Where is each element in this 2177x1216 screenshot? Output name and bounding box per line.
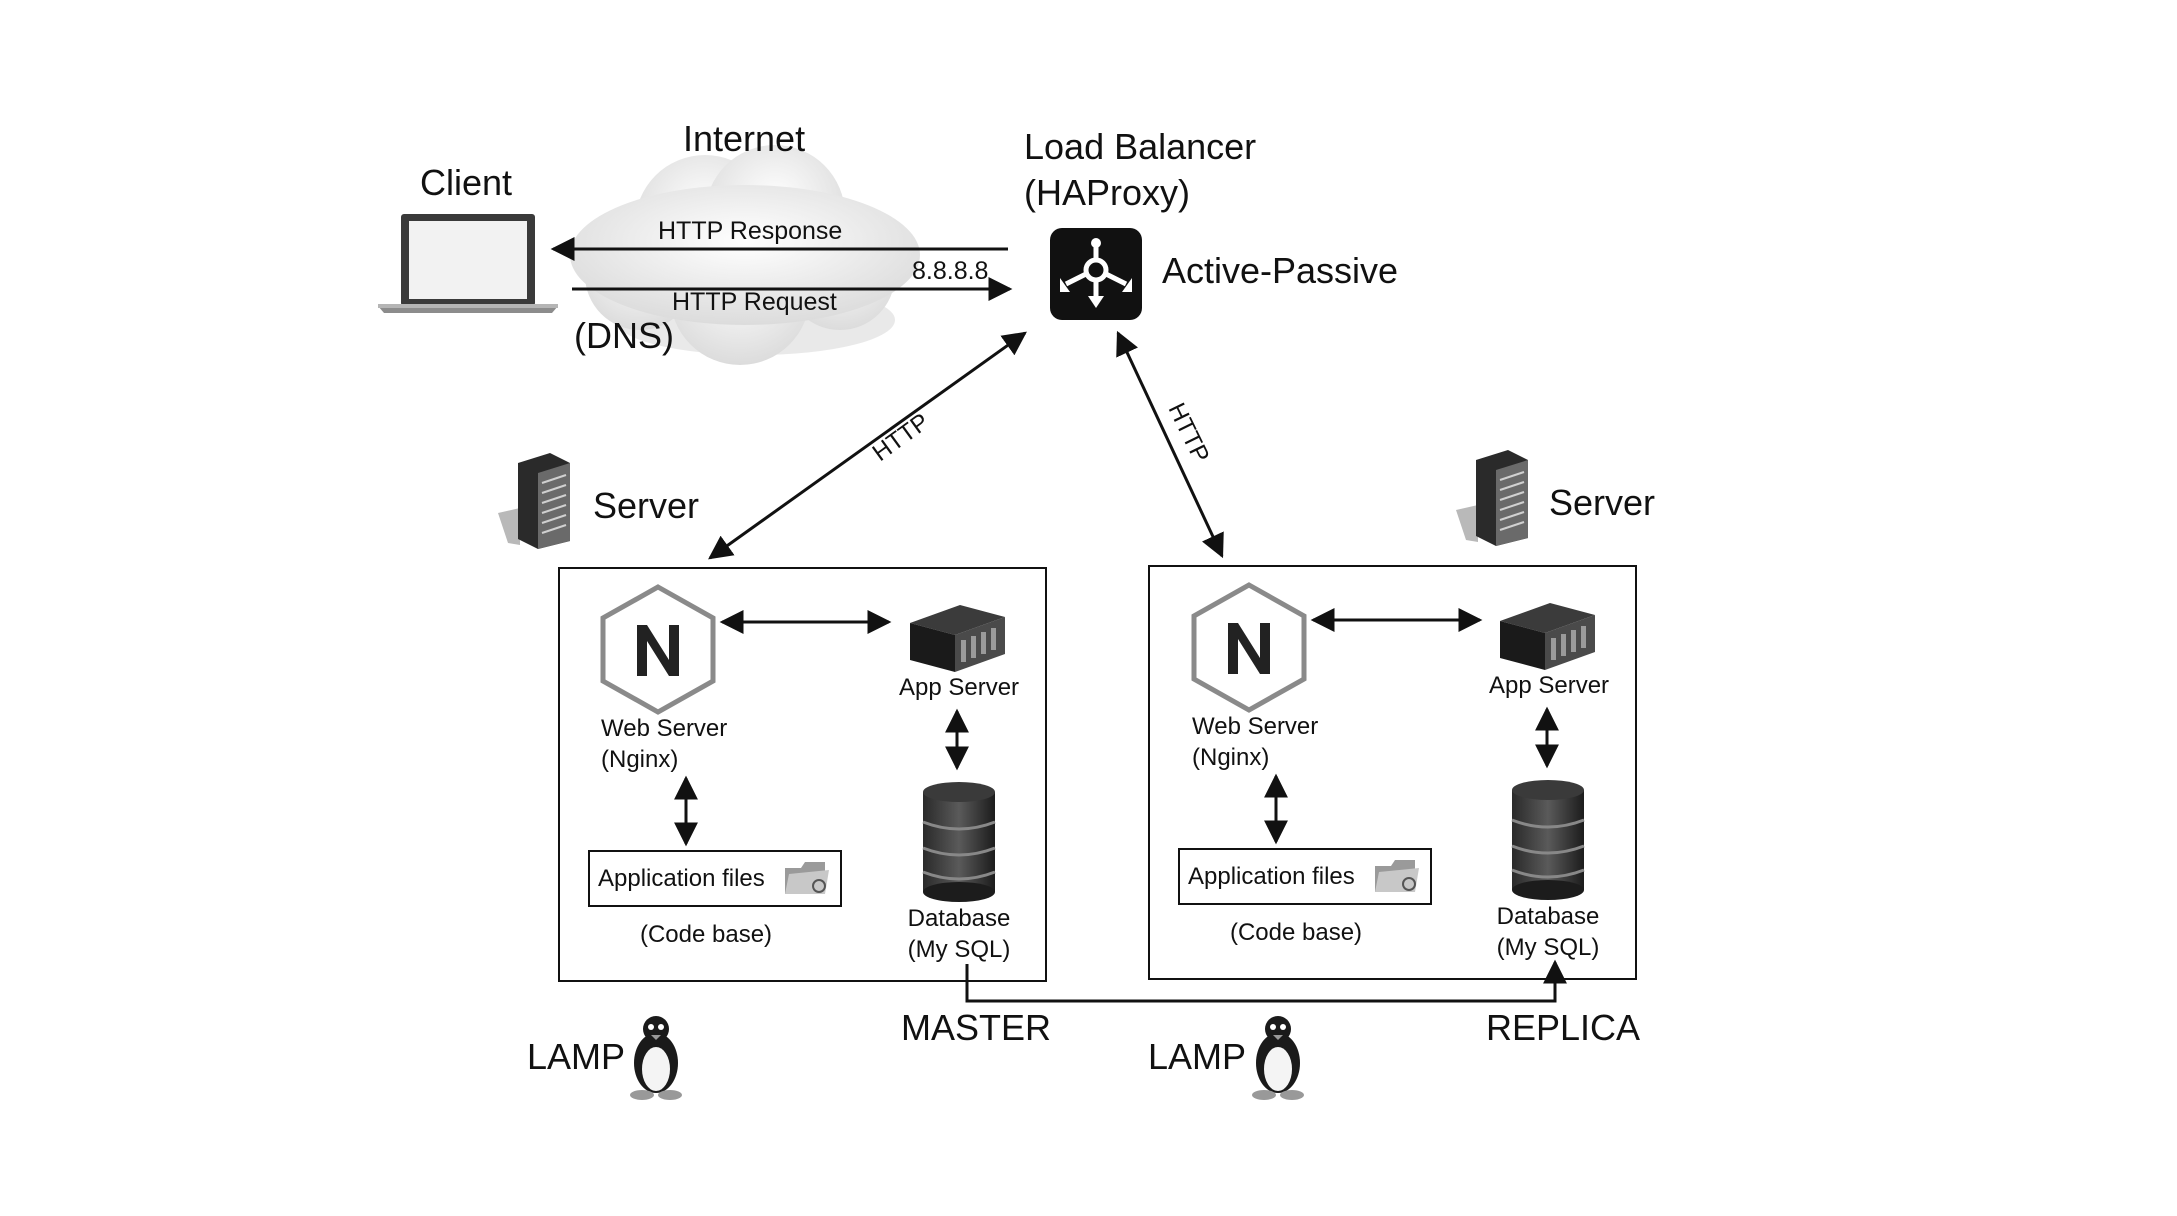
database-label: Database xyxy=(1496,903,1600,930)
server-box-replica xyxy=(1148,565,1637,980)
http-request-label: HTTP Request xyxy=(672,288,837,316)
http-link-right-label: HTTP xyxy=(1163,399,1215,467)
penguin-icon xyxy=(630,1016,682,1100)
server-rack-icon xyxy=(1456,450,1528,546)
database-sublabel: (My SQL) xyxy=(907,936,1011,963)
database-icon xyxy=(922,782,996,902)
client-label: Client xyxy=(420,162,513,203)
code-base-label: (Code base) xyxy=(639,921,773,948)
http-response-label: HTTP Response xyxy=(658,217,843,245)
replication-link xyxy=(965,959,1567,1003)
folder-icon xyxy=(785,862,829,894)
server-box-master xyxy=(558,567,1047,982)
active-passive-label: Active-Passive xyxy=(1162,250,1399,291)
http-link-left-label: HTTP xyxy=(868,408,935,467)
nginx-icon xyxy=(1191,582,1307,713)
web-server-sublabel: (Nginx) xyxy=(601,746,679,773)
dns-label: (DNS) xyxy=(574,315,674,356)
app-server-icon xyxy=(910,605,1005,672)
http-link-right xyxy=(1116,330,1224,559)
app-server-label: App Server xyxy=(1488,672,1610,699)
web-server-label: Web Server xyxy=(1192,713,1319,740)
server-label-master: Server xyxy=(593,485,700,526)
load-balancer-subtitle: (HAProxy) xyxy=(1024,172,1191,213)
laptop-icon xyxy=(378,214,558,313)
nginx-icon xyxy=(600,584,716,715)
penguin-icon xyxy=(1252,1016,1304,1100)
app-server-label: App Server xyxy=(898,674,1020,701)
app-files-label: Application files xyxy=(598,865,765,892)
server-rack-icon xyxy=(498,453,570,549)
web-server-label: Web Server xyxy=(601,715,728,742)
app-server-icon xyxy=(1500,603,1595,670)
code-base-label: (Code base) xyxy=(1229,919,1363,946)
replica-label: REPLICA xyxy=(1486,1007,1641,1048)
lamp-label-replica: LAMP xyxy=(1148,1036,1247,1077)
database-label: Database xyxy=(907,905,1011,932)
internet-label: Internet xyxy=(683,118,806,159)
load-balancer-icon xyxy=(1050,228,1142,320)
lamp-label-master: LAMP xyxy=(527,1036,626,1077)
server-label-replica: Server xyxy=(1549,482,1656,523)
load-balancer-title: Load Balancer xyxy=(1024,126,1257,167)
web-server-sublabel: (Nginx) xyxy=(1192,744,1270,771)
database-sublabel: (My SQL) xyxy=(1496,934,1600,961)
folder-icon xyxy=(1375,860,1419,892)
app-files-box xyxy=(588,850,842,907)
dns-ip-label: 8.8.8.8 xyxy=(912,257,989,285)
database-icon xyxy=(1511,780,1585,900)
app-files-label: Application files xyxy=(1188,863,1355,890)
http-link-left xyxy=(708,331,1027,560)
master-label: MASTER xyxy=(901,1007,1052,1048)
